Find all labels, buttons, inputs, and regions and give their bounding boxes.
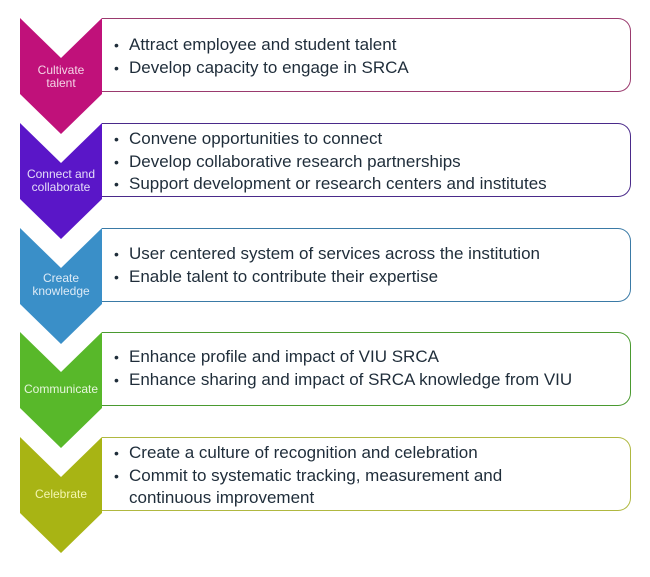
step-label-line: knowledge — [32, 284, 90, 298]
bullet-list: Enhance profile and impact of VIU SRCA E… — [114, 346, 572, 391]
step-celebrate: Celebrate Create a culture of recognitio… — [0, 437, 650, 577]
bullet-item: Develop collaborative research partnersh… — [114, 151, 547, 174]
step-label: Cultivate talent — [20, 64, 102, 90]
step-label-line: collaborate — [31, 180, 91, 194]
chevron-shape-icon — [20, 18, 102, 134]
step-label: Connect and collaborate — [20, 168, 102, 194]
chevron-create-knowledge: Create knowledge — [20, 228, 102, 344]
step-label: Create knowledge — [20, 272, 102, 298]
bullet-list: Attract employee and student talent Deve… — [114, 34, 409, 79]
bullet-item: Enhance sharing and impact of SRCA knowl… — [114, 369, 572, 392]
step-details-box: Convene opportunities to connect Develop… — [102, 123, 631, 197]
step-details-box: User centered system of services across … — [102, 228, 631, 302]
bullet-item: Attract employee and student talent — [114, 34, 409, 57]
step-label: Communicate — [20, 383, 102, 396]
chevron-shape-icon — [20, 123, 102, 239]
bullet-item: Support development or research centers … — [114, 173, 547, 196]
chevron-celebrate: Celebrate — [20, 437, 102, 553]
bullet-item: Create a culture of recognition and cele… — [114, 442, 549, 465]
step-cultivate-talent: Cultivate talent Attract employee and st… — [0, 18, 650, 158]
bullet-item: Enhance profile and impact of VIU SRCA — [114, 346, 572, 369]
bullet-list: User centered system of services across … — [114, 243, 540, 288]
chevron-communicate: Communicate — [20, 332, 102, 448]
chevron-shape-icon — [20, 228, 102, 344]
bullet-list: Convene opportunities to connect Develop… — [114, 128, 547, 196]
chevron-shape-icon — [20, 332, 102, 448]
chevron-connect-and-collaborate: Connect and collaborate — [20, 123, 102, 239]
step-label-line: Create — [42, 271, 80, 285]
bullet-item: Develop capacity to engage in SRCA — [114, 57, 409, 80]
step-connect-and-collaborate: Connect and collaborate Convene opportun… — [0, 123, 650, 263]
step-details-box: Attract employee and student talent Deve… — [102, 18, 631, 92]
step-communicate: Communicate Enhance profile and impact o… — [0, 332, 650, 472]
step-create-knowledge: Create knowledge User centered system of… — [0, 228, 650, 368]
step-label-line: Connect and — [26, 167, 96, 181]
chevron-cultivate-talent: Cultivate talent — [20, 18, 102, 134]
step-details-box: Enhance profile and impact of VIU SRCA E… — [102, 332, 631, 406]
step-label-line: Cultivate — [37, 63, 85, 77]
step-details-box: Create a culture of recognition and cele… — [102, 437, 631, 511]
step-label: Celebrate — [20, 488, 102, 501]
step-label-line: Communicate — [23, 382, 99, 396]
step-label-line: talent — [46, 76, 76, 90]
step-label-line: Celebrate — [34, 487, 88, 501]
bullet-item: Enable talent to contribute their expert… — [114, 266, 540, 289]
bullet-item: Commit to systematic tracking, measureme… — [114, 465, 549, 510]
bullet-item: User centered system of services across … — [114, 243, 540, 266]
bullet-item: Convene opportunities to connect — [114, 128, 547, 151]
chevron-shape-icon — [20, 437, 102, 553]
bullet-list: Create a culture of recognition and cele… — [114, 442, 549, 510]
